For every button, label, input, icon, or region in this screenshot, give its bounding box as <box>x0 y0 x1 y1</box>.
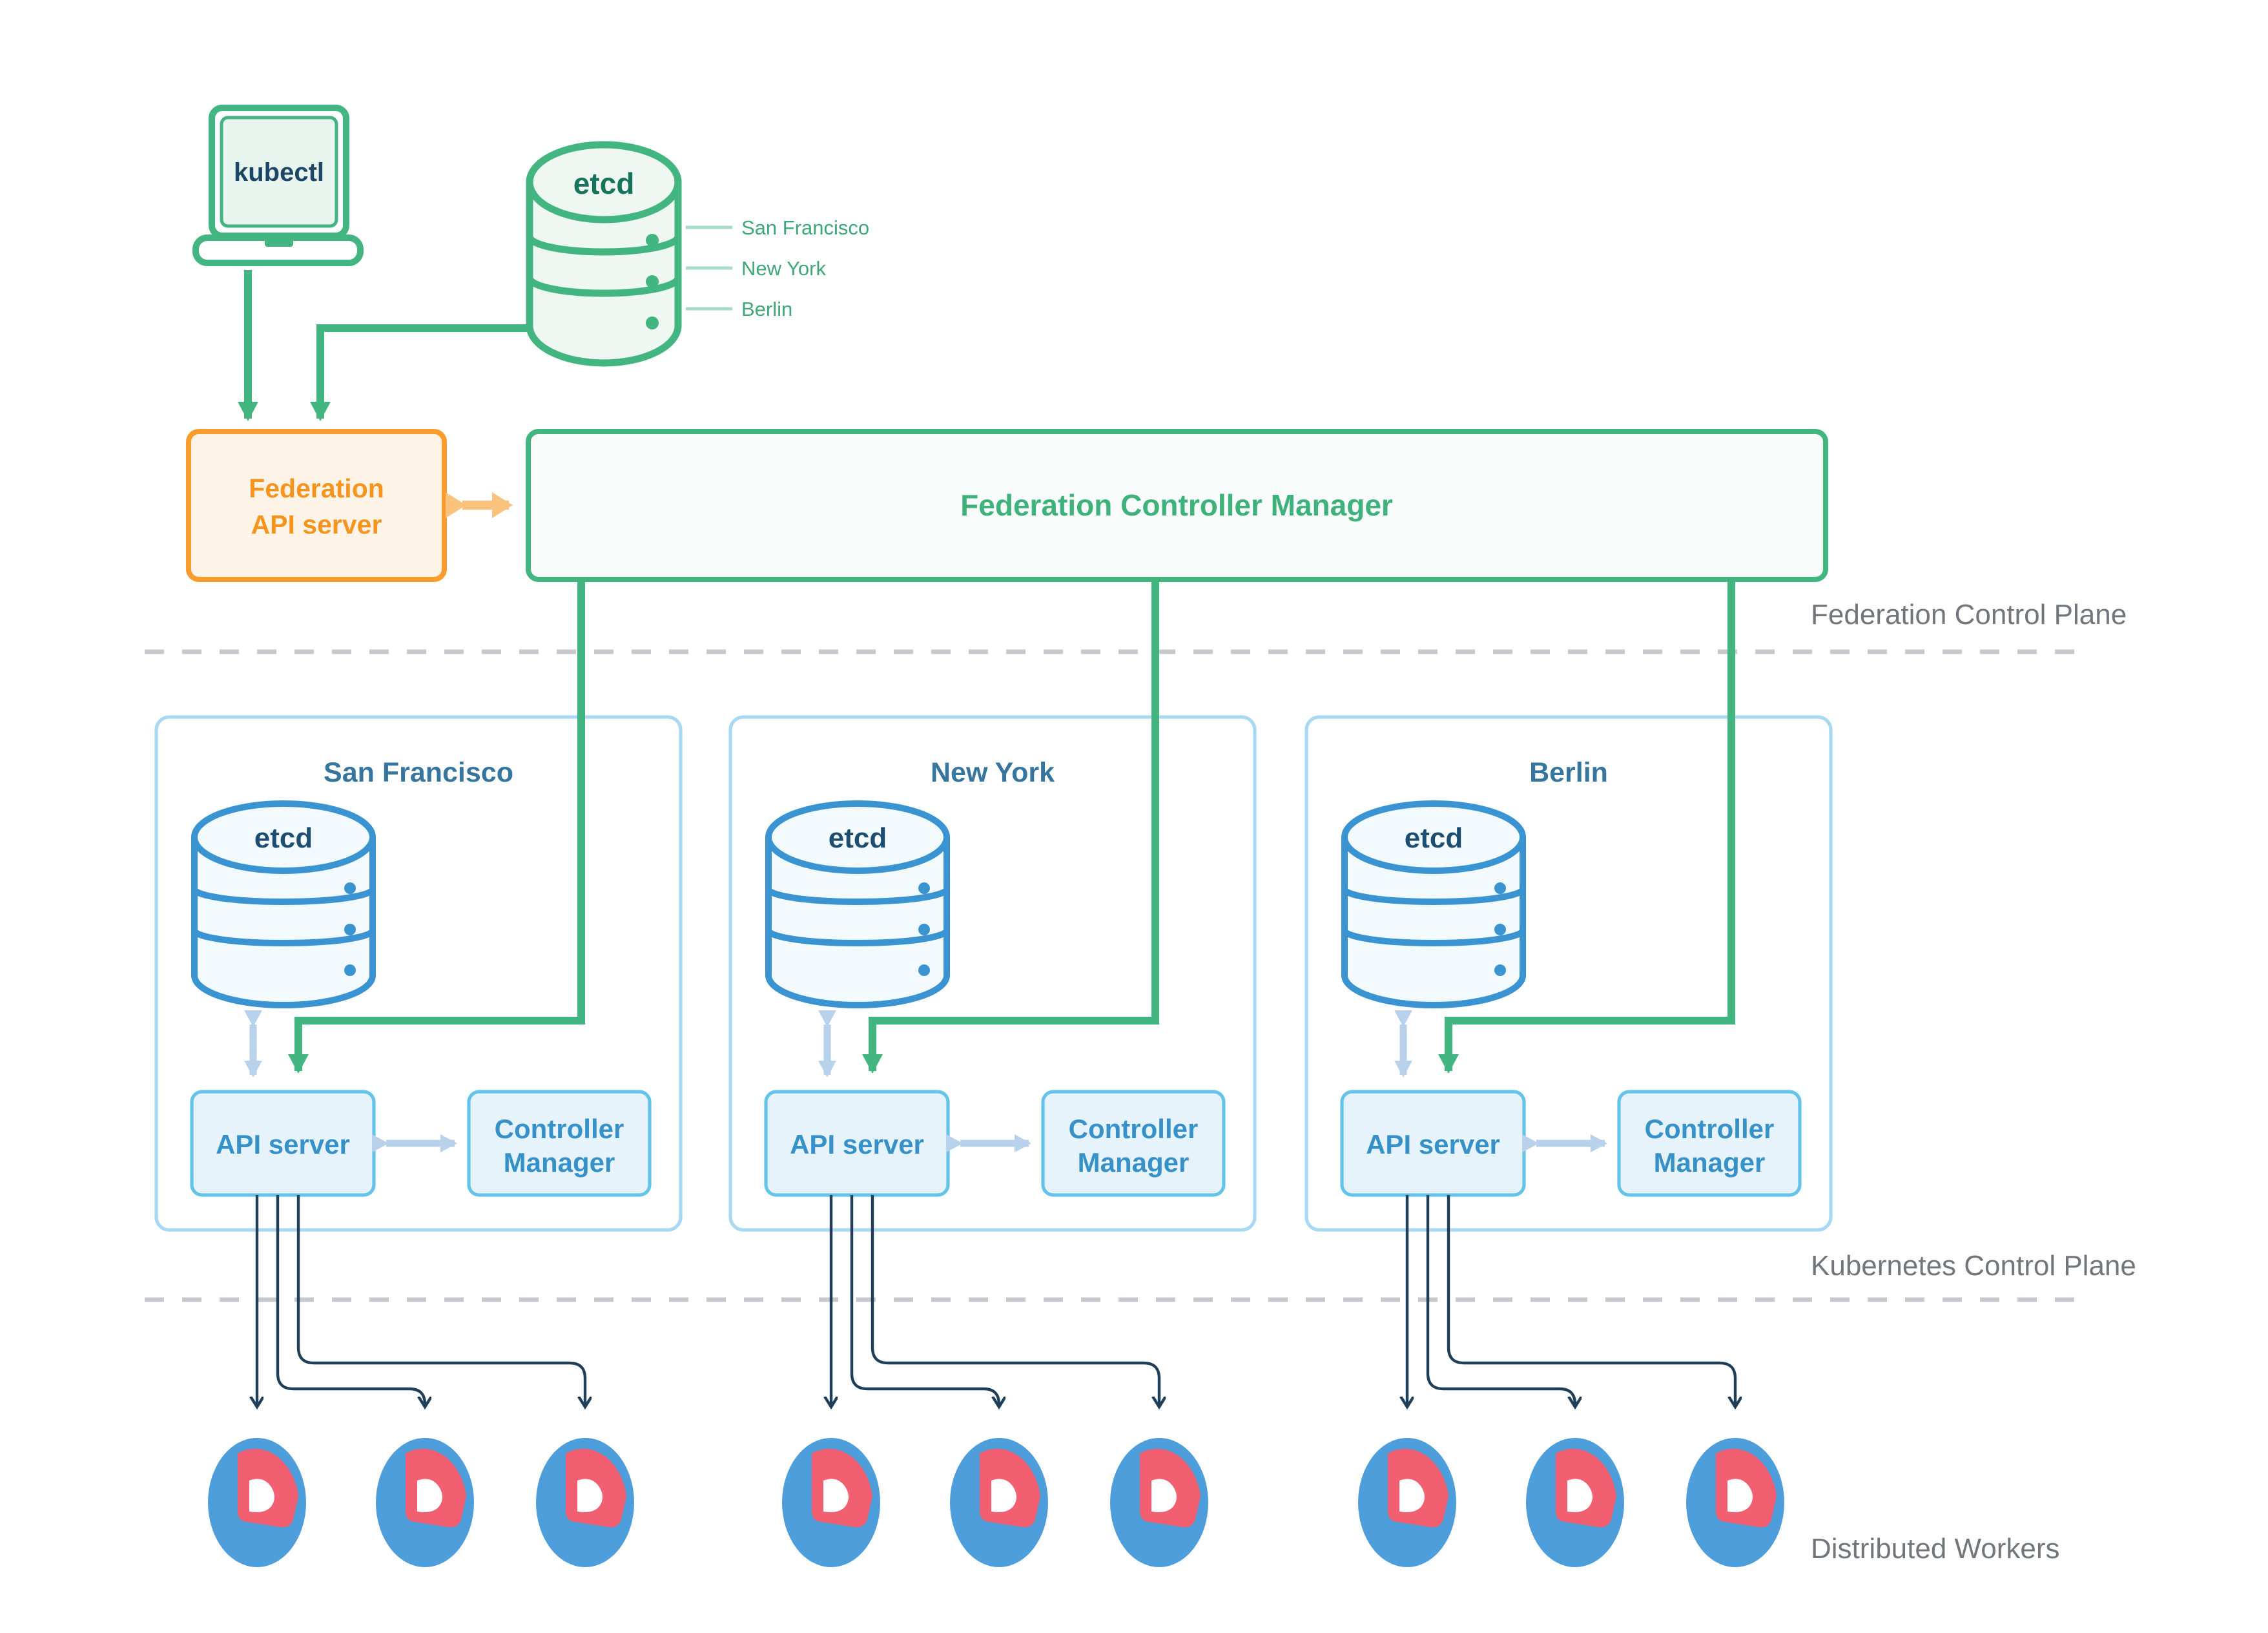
federation-controller-manager-label: Federation Controller Manager <box>960 488 1393 522</box>
federation-api-server-label-line2: API server <box>251 510 382 539</box>
cluster-shapes <box>730 579 1255 1567</box>
cluster-etcd-label: etcd <box>254 822 313 854</box>
cluster-title: Berlin <box>1529 757 1608 788</box>
etcd-member-new-york: New York <box>741 257 826 280</box>
controller-manager-label-line1: Controller <box>495 1114 624 1144</box>
cluster-title: San Francisco <box>324 757 513 788</box>
controller-manager-label-line2: Manager <box>1654 1147 1766 1178</box>
federation-control-plane-separator: Federation Control Plane <box>145 599 2127 654</box>
kubectl-laptop-icon: kubectl <box>192 105 364 266</box>
cluster-shapes <box>156 579 681 1567</box>
api-server-label: API server <box>1366 1129 1500 1160</box>
federation-etcd-member-ticks: San Francisco New York Berlin <box>686 216 869 320</box>
etcd-member-san-francisco: San Francisco <box>741 216 869 239</box>
kubectl-label: kubectl <box>234 158 324 187</box>
cluster-title: New York <box>931 757 1055 788</box>
cluster-san-francisco: San Francisco etcd API server Controller… <box>156 579 681 1567</box>
controller-manager-label-line2: Manager <box>504 1147 615 1178</box>
cluster-etcd-label: etcd <box>1405 822 1463 854</box>
distributed-workers-label: Distributed Workers <box>1811 1533 2060 1565</box>
etcd-to-fed-api-arrow <box>310 324 530 421</box>
kubernetes-control-plane-separator: Kubernetes Control Plane <box>145 1250 2136 1302</box>
etcd-member-berlin: Berlin <box>741 298 792 320</box>
cluster-shapes <box>1306 579 1831 1567</box>
kubernetes-control-plane-label: Kubernetes Control Plane <box>1811 1250 2136 1282</box>
federation-controller-manager-box: Federation Controller Manager <box>526 429 1828 582</box>
cluster-new-york: New York etcd API server Controller Mana… <box>730 579 1255 1567</box>
controller-manager-label-line1: Controller <box>1069 1114 1199 1144</box>
federation-etcd-icon: etcd <box>526 141 682 367</box>
controller-manager-label-line2: Manager <box>1078 1147 1190 1178</box>
federation-etcd-label: etcd <box>573 167 635 200</box>
api-server-label: API server <box>790 1129 924 1160</box>
cluster-etcd-label: etcd <box>829 822 887 854</box>
federation-api-server-label-line1: Federation <box>249 473 384 503</box>
controller-manager-label-line1: Controller <box>1645 1114 1775 1144</box>
cluster-berlin: Berlin etcd API server Controller Manage… <box>1306 579 1831 1567</box>
api-server-label: API server <box>216 1129 350 1160</box>
federation-control-plane-label: Federation Control Plane <box>1811 599 2127 630</box>
federation-api-server-box: Federation API server <box>186 429 447 582</box>
